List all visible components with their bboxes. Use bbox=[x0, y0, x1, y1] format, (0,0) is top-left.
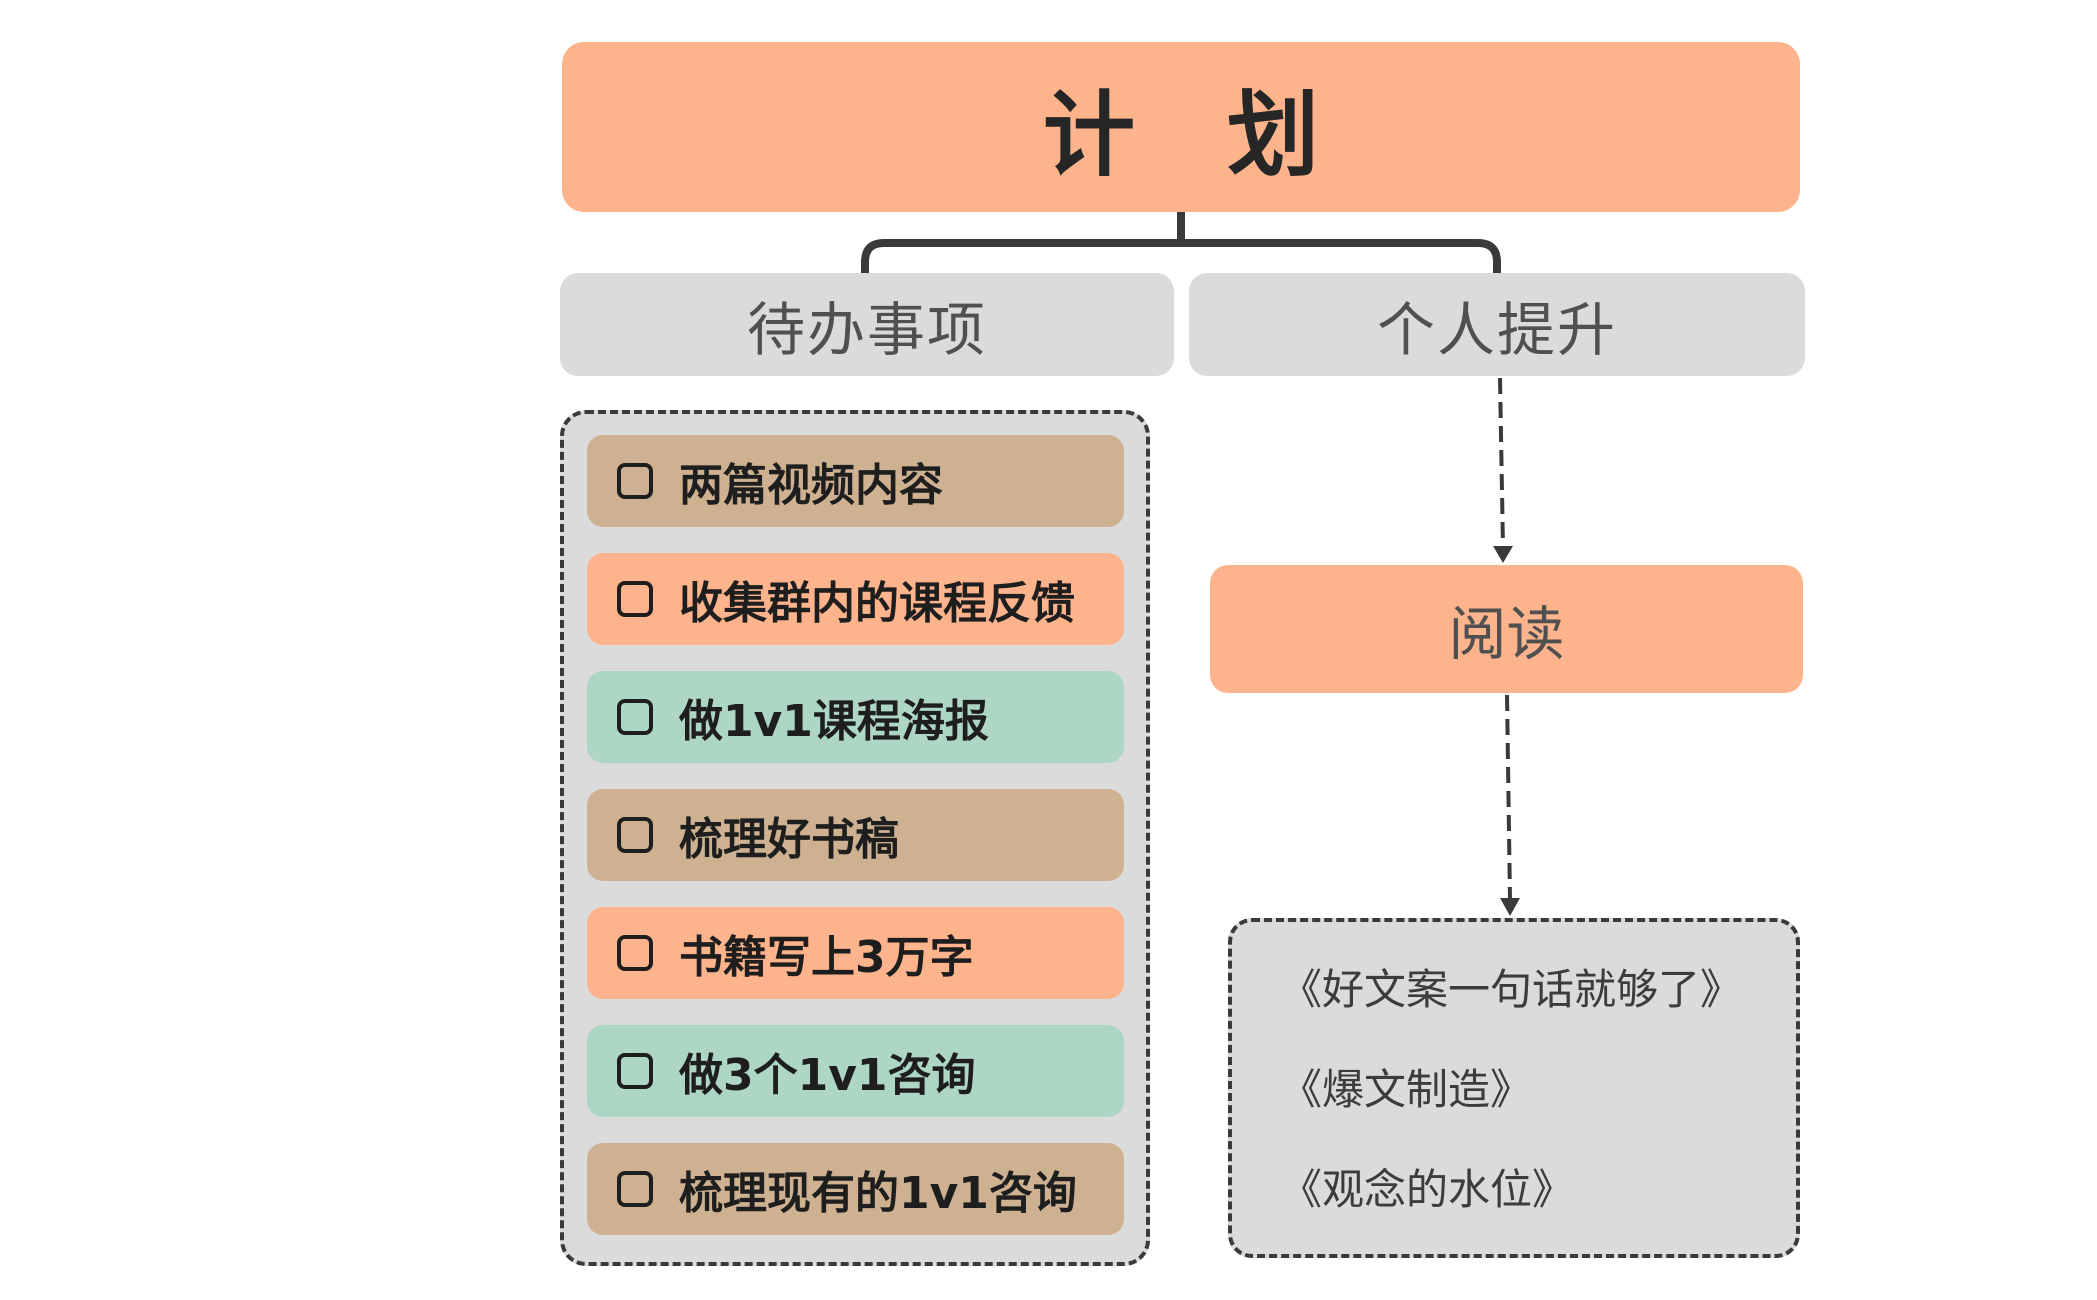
category-todo: 待办事项 bbox=[560, 273, 1174, 376]
reading-to-books-arrowhead bbox=[1500, 898, 1520, 916]
plan-title: 计 划 bbox=[562, 42, 1800, 212]
book-item: 《好文案一句话就够了》 bbox=[1280, 965, 1743, 1014]
todo-item[interactable]: 书籍写上3万字 bbox=[587, 907, 1124, 999]
checkbox-icon[interactable] bbox=[617, 817, 653, 853]
checkbox-icon[interactable] bbox=[617, 581, 653, 617]
book-list-container: 《好文案一句话就够了》 《爆文制造》 《观念的水位》 bbox=[1228, 918, 1800, 1258]
todo-item[interactable]: 做3个1v1咨询 bbox=[587, 1025, 1124, 1117]
growth-to-reading-arrowhead bbox=[1493, 546, 1513, 563]
todo-item[interactable]: 两篇视频内容 bbox=[587, 435, 1124, 527]
checkbox-icon[interactable] bbox=[617, 935, 653, 971]
title-connector bbox=[861, 208, 1501, 279]
todo-item[interactable]: 做1v1课程海报 bbox=[587, 671, 1124, 763]
checkbox-icon[interactable] bbox=[617, 1053, 653, 1089]
checkbox-icon[interactable] bbox=[617, 699, 653, 735]
growth-to-reading-arrow bbox=[1498, 377, 1505, 549]
todo-item[interactable]: 梳理现有的1v1咨询 bbox=[587, 1143, 1124, 1235]
reading-to-books-arrow bbox=[1505, 694, 1512, 901]
category-growth: 个人提升 bbox=[1189, 273, 1805, 376]
todo-item-label: 做3个1v1咨询 bbox=[679, 1050, 976, 1101]
checkbox-icon[interactable] bbox=[617, 1171, 653, 1207]
todo-item-label: 两篇视频内容 bbox=[679, 460, 943, 511]
checkbox-icon[interactable] bbox=[617, 463, 653, 499]
todo-item-label: 梳理好书稿 bbox=[679, 814, 899, 865]
todo-item[interactable]: 梳理好书稿 bbox=[587, 789, 1124, 881]
book-item: 《观念的水位》 bbox=[1280, 1165, 1575, 1214]
reading-node: 阅读 bbox=[1210, 565, 1803, 693]
todo-item-label: 梳理现有的1v1咨询 bbox=[679, 1168, 1077, 1219]
todo-item-label: 书籍写上3万字 bbox=[679, 932, 974, 983]
book-item: 《爆文制造》 bbox=[1280, 1065, 1533, 1114]
todo-item[interactable]: 收集群内的课程反馈 bbox=[587, 553, 1124, 645]
todo-item-label: 收集群内的课程反馈 bbox=[679, 578, 1075, 629]
todo-item-label: 做1v1课程海报 bbox=[679, 696, 989, 747]
